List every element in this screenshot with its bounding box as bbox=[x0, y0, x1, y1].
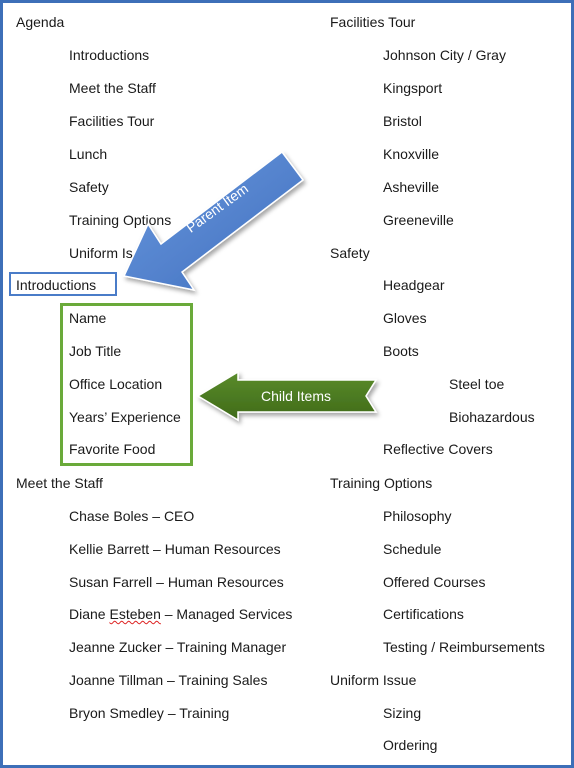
agenda-item: Lunch bbox=[69, 146, 108, 162]
training-item: Philosophy bbox=[383, 508, 452, 524]
agenda-item: Introductions bbox=[69, 47, 150, 63]
safety-sub-item: Biohazardous bbox=[449, 409, 535, 425]
uniform-item: Ordering bbox=[383, 737, 438, 753]
staff-item: Diane Esteben – Managed Services bbox=[69, 605, 292, 623]
introductions-item: Favorite Food bbox=[69, 441, 156, 457]
child-items-highlight-box bbox=[60, 303, 193, 466]
uniform-issue-heading: Uniform Issue bbox=[330, 672, 417, 688]
parent-item-highlight-box bbox=[9, 272, 117, 296]
introductions-item: Years’ Experience bbox=[69, 409, 181, 425]
uniform-item: Sizing bbox=[383, 705, 422, 721]
agenda-item: Facilities Tour bbox=[69, 113, 155, 129]
training-item: Offered Courses bbox=[383, 574, 486, 590]
introductions-item: Job Title bbox=[69, 343, 122, 359]
safety-item: Boots bbox=[383, 343, 419, 359]
agenda-item: Uniform Is bbox=[69, 245, 133, 261]
safety-sub-item: Steel toe bbox=[449, 376, 505, 392]
agenda-item: Meet the Staff bbox=[69, 80, 156, 96]
safety-heading: Safety bbox=[330, 245, 370, 261]
child-callout-arrow: Child Items bbox=[196, 370, 378, 422]
parent-callout-arrow: Parent Item bbox=[122, 150, 305, 292]
staff-item: Chase Boles – CEO bbox=[69, 508, 195, 524]
safety-item: Gloves bbox=[383, 310, 427, 326]
staff-item: Bryon Smedley – Training bbox=[69, 705, 230, 721]
staff-item: Joanne Tillman – Training Sales bbox=[69, 672, 268, 688]
training-item: Certifications bbox=[383, 606, 464, 622]
introductions-heading: Introductions bbox=[16, 277, 97, 293]
facilities-item: Kingsport bbox=[383, 80, 443, 96]
agenda-heading: Agenda bbox=[16, 14, 65, 30]
training-options-heading: Training Options bbox=[330, 475, 433, 491]
facilities-item: Greeneville bbox=[383, 212, 454, 228]
safety-item: Reflective Covers bbox=[383, 441, 493, 457]
agenda-item: Training Options bbox=[69, 212, 172, 228]
meet-the-staff-heading: Meet the Staff bbox=[16, 475, 103, 491]
staff-item: Jeanne Zucker – Training Manager bbox=[69, 639, 287, 655]
agenda-item: Safety bbox=[69, 179, 109, 195]
facilities-item: Bristol bbox=[383, 113, 422, 129]
facilities-item: Asheville bbox=[383, 179, 440, 195]
staff-first-name: Diane bbox=[69, 606, 106, 622]
introductions-item: Name bbox=[69, 310, 107, 326]
spellcheck-flagged-word: Esteben bbox=[109, 606, 161, 622]
training-item: Schedule bbox=[383, 541, 442, 557]
facilities-item: Johnson City / Gray bbox=[383, 47, 506, 63]
child-callout-label: Child Items bbox=[261, 388, 331, 404]
facilities-tour-heading: Facilities Tour bbox=[330, 14, 416, 30]
staff-role: – Managed Services bbox=[160, 606, 293, 622]
introductions-item: Office Location bbox=[69, 376, 163, 392]
staff-item: Susan Farrell – Human Resources bbox=[69, 574, 284, 590]
safety-item: Headgear bbox=[383, 277, 445, 293]
training-item: Testing / Reimbursements bbox=[383, 639, 545, 655]
facilities-item: Knoxville bbox=[383, 146, 440, 162]
staff-item: Kellie Barrett – Human Resources bbox=[69, 541, 281, 557]
